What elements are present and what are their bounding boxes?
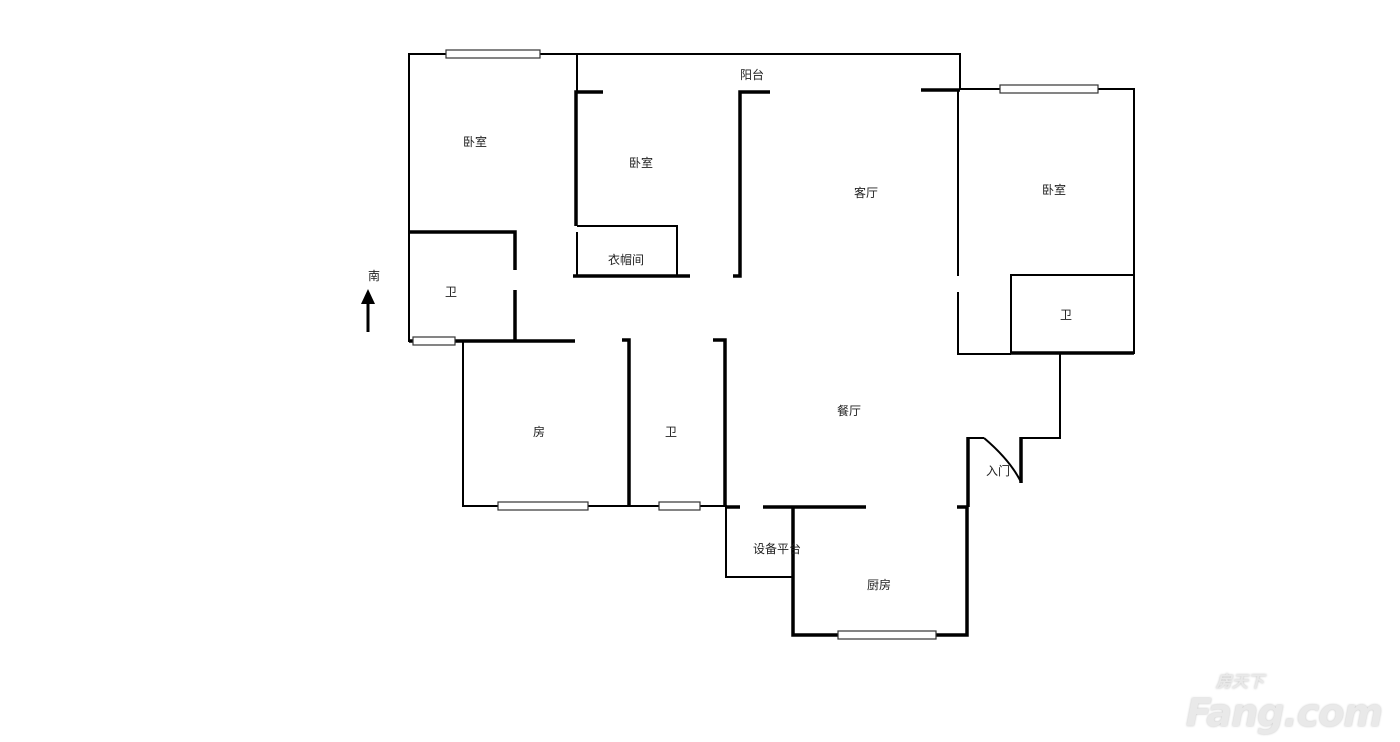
room-label-bath-w: 卫 <box>445 285 457 299</box>
room-label-entrance: 入门 <box>986 463 1010 478</box>
room-label-room-sw: 房 <box>533 424 545 439</box>
room-label-bedroom-nw: 卧室 <box>463 134 487 149</box>
room-label-bath-s: 卫 <box>665 425 677 439</box>
room-label-equipment-platform: 设备平台 <box>753 541 801 556</box>
watermark-brand: Fang.com <box>1185 691 1383 735</box>
room-labels: 阳台 卧室 卧室 客厅 卧室 衣帽间 卫 卫 房 卫 餐厅 入门 设备平台 厨房 <box>445 67 1072 592</box>
room-label-cloakroom: 衣帽间 <box>608 252 644 267</box>
watermark-chinese: 房天下 <box>1215 672 1264 691</box>
room-label-bedroom-ne: 卧室 <box>1042 182 1066 197</box>
room-label-bath-e: 卫 <box>1060 308 1072 322</box>
compass: 南 <box>361 268 380 332</box>
room-label-bedroom-n: 卧室 <box>629 155 653 170</box>
room-label-kitchen: 厨房 <box>867 577 891 592</box>
room-label-balcony: 阳台 <box>740 67 764 82</box>
watermark-logo: 房天下 Fang.com <box>1185 672 1383 735</box>
room-label-living-room: 客厅 <box>854 185 878 200</box>
windows <box>412 49 1099 640</box>
compass-label: 南 <box>368 268 380 283</box>
room-label-dining-room: 餐厅 <box>837 403 861 418</box>
